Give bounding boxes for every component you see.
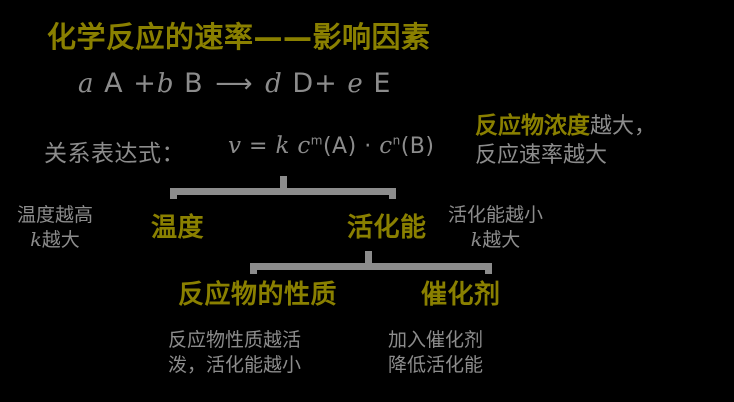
- plus-sign-2: +: [314, 68, 338, 99]
- note-temperature-line-2-rest: 越大: [41, 229, 80, 251]
- concentration-note-line-2: 反应速率越大: [475, 143, 608, 168]
- concentration-c-B: c: [379, 133, 393, 159]
- note-activation-energy: 活化能越小 k越大: [448, 203, 543, 253]
- exponent-n: n: [392, 133, 401, 148]
- note-reactant-nature: 反应物性质越活 泼，活化能越小: [168, 328, 301, 378]
- page-title: 化学反应的速率——影响因素: [47, 20, 431, 54]
- concentration-note-line-1: 反应物浓度越大，: [475, 112, 656, 141]
- note-temperature-line-2: k越大: [17, 228, 93, 253]
- note-activation-energy-line-2: k越大: [448, 228, 543, 253]
- note-temperature-line-1: 温度越高: [17, 204, 94, 226]
- note-catalyst-line-1: 加入催化剂: [388, 329, 484, 351]
- rate-symbol-v: v: [228, 133, 242, 159]
- factor-node-temperature: 温度: [151, 213, 205, 243]
- bracket-upper-right-tick: [389, 188, 396, 199]
- factor-node-activation-energy: 活化能: [347, 213, 427, 243]
- concentration-note-rest: 越大，: [590, 114, 657, 139]
- species-E: E: [373, 68, 392, 99]
- bracket-lower-bar: [250, 263, 492, 270]
- chemical-equation: a A +b B ⟶ d D+ e E: [78, 68, 391, 99]
- species-A: A: [104, 68, 124, 99]
- bracket-connector-upper: [170, 176, 396, 200]
- note-reactant-nature-line-1: 反应物性质越活: [168, 329, 302, 351]
- rate-expression-formula: v = k cm(A) · cn(B): [228, 133, 434, 159]
- note-activation-energy-k-symbol: k: [470, 229, 483, 251]
- note-catalyst: 加入催化剂 降低活化能: [388, 328, 483, 378]
- concentration-note: 反应物浓度越大， 反应速率越大: [475, 112, 656, 170]
- note-catalyst-line-2: 降低活化能: [388, 354, 484, 376]
- plus-sign-1: +: [133, 68, 157, 99]
- multiply-dot: ·: [364, 134, 372, 159]
- note-temperature: 温度越高 k越大: [17, 203, 93, 253]
- note-activation-energy-line-2-rest: 越大: [482, 229, 521, 251]
- concentration-c-A: c: [297, 133, 311, 159]
- bracket-lower-stem: [365, 251, 372, 265]
- note-reactant-nature-line-2: 泼，活化能越小: [168, 354, 302, 376]
- concentration-highlight: 反应物浓度: [475, 113, 590, 139]
- bracket-connector-lower: [250, 251, 492, 275]
- coefficient-b: b: [156, 69, 175, 99]
- bracket-lower-left-tick: [250, 263, 257, 274]
- species-B-paren: (B): [400, 134, 435, 159]
- coefficient-d: d: [265, 69, 283, 99]
- rate-constant-k: k: [275, 133, 290, 159]
- coefficient-a: a: [78, 69, 95, 99]
- reaction-arrow-icon: ⟶: [215, 69, 254, 99]
- species-A-paren: (A): [322, 134, 357, 159]
- bracket-upper-stem: [280, 176, 287, 190]
- note-temperature-k-symbol: k: [30, 229, 42, 251]
- bracket-upper-left-tick: [170, 188, 177, 199]
- exponent-m: m: [310, 133, 323, 148]
- species-B: B: [184, 68, 204, 99]
- bracket-lower-right-tick: [485, 263, 492, 274]
- factor-node-catalyst: 催化剂: [421, 280, 501, 310]
- coefficient-e: e: [347, 69, 364, 99]
- factor-node-reactant-nature: 反应物的性质: [178, 280, 338, 310]
- species-D: D: [292, 68, 315, 99]
- bracket-upper-bar: [170, 188, 396, 195]
- note-activation-energy-line-1: 活化能越小: [448, 204, 544, 226]
- rate-expression-label: 关系表达式：: [44, 141, 185, 167]
- equals-sign: =: [249, 134, 268, 159]
